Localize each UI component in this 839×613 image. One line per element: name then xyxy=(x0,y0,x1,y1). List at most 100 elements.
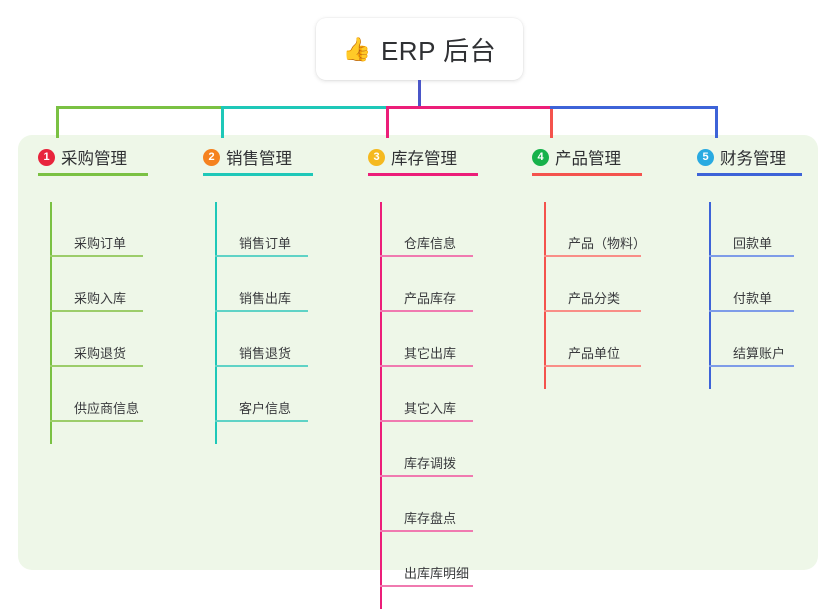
leaf-node-label: 采购退货 xyxy=(74,346,127,361)
leaf-node[interactable]: 其它出库 xyxy=(380,312,478,367)
root-node-text: 👍 ERP 后台 xyxy=(343,31,496,68)
leaf-node-label: 产品单位 xyxy=(568,346,621,361)
leaf-node-label: 产品分类 xyxy=(568,291,621,306)
branch-children-4: 产品（物料） 产品分类产品单位 xyxy=(544,202,646,393)
leaf-node-label: 库存盘点 xyxy=(404,511,457,526)
branch-number-badge: 3 xyxy=(368,148,385,166)
branch-underline xyxy=(368,173,478,176)
leaf-node-label: 回款单 xyxy=(733,236,773,251)
leaf-node[interactable]: 库存调拨 xyxy=(380,422,478,477)
branch-underline xyxy=(203,173,313,176)
branch-underline xyxy=(697,173,802,176)
leaf-node-label: 销售出库 xyxy=(239,291,292,306)
leaf-node-label: 其它入库 xyxy=(404,401,457,416)
mindmap-canvas xyxy=(18,135,818,570)
branch-header-2[interactable]: 2 销售管理 xyxy=(203,146,313,168)
leaf-node[interactable]: 结算账户 xyxy=(709,312,802,367)
branch-number-badge: 2 xyxy=(203,148,220,166)
leaf-node-underline xyxy=(709,365,794,367)
leaf-node[interactable]: 产品单位 xyxy=(544,312,642,367)
leaf-node[interactable]: 采购入库 xyxy=(50,257,148,312)
leaf-node[interactable]: 销售订单 xyxy=(215,202,313,257)
branch-header-3[interactable]: 3 库存管理 xyxy=(368,146,478,168)
branch-spine xyxy=(544,202,546,389)
leaf-node[interactable]: 其它入库 xyxy=(380,367,478,422)
branch-drop-connector-2 xyxy=(221,106,224,138)
branch-spine xyxy=(380,202,382,609)
leaf-node[interactable]: 销售退货 xyxy=(215,312,313,367)
root-node-title: ERP 后台 xyxy=(380,35,497,66)
branch-children-1: 采购订单采购入库采购退货供应商信息 xyxy=(50,202,148,448)
leaf-node-underline xyxy=(50,255,143,257)
leaf-node-label: 其它出库 xyxy=(404,346,457,361)
branch-3[interactable]: 3 库存管理仓库信息产品库存其它出库其它入库库存调拨库存盘点出库库明细 xyxy=(368,146,478,613)
branch-number-badge: 1 xyxy=(38,148,55,166)
leaf-node-label: 付款单 xyxy=(733,291,773,306)
leaf-node-underline xyxy=(380,420,473,422)
branch-spine xyxy=(50,202,52,444)
leaf-node-underline xyxy=(544,365,641,367)
leaf-node[interactable]: 产品（物料） xyxy=(544,202,646,257)
leaf-node-label: 客户信息 xyxy=(239,401,292,416)
leaf-node-label: 库存调拨 xyxy=(404,456,457,471)
thumbs-up-icon: 👍 xyxy=(342,35,372,62)
leaf-node-underline xyxy=(215,255,308,257)
bus-segment-1 xyxy=(56,106,224,109)
leaf-node-underline xyxy=(50,310,143,312)
leaf-node[interactable]: 采购退货 xyxy=(50,312,148,367)
branch-drop-connector-3 xyxy=(386,106,389,138)
branch-title: 库存管理 xyxy=(391,150,457,168)
leaf-node-label: 销售退货 xyxy=(239,346,292,361)
bus-segment-3 xyxy=(386,106,553,109)
leaf-node-underline xyxy=(709,255,794,257)
leaf-node-underline xyxy=(215,310,308,312)
leaf-node-underline xyxy=(380,255,473,257)
branch-underline xyxy=(532,173,642,176)
leaf-node-label: 销售订单 xyxy=(239,236,292,251)
leaf-node-underline xyxy=(380,475,473,477)
leaf-node-underline xyxy=(215,420,308,422)
leaf-node[interactable]: 产品分类 xyxy=(544,257,642,312)
branch-children-2: 销售订单销售出库销售退货客户信息 xyxy=(215,202,313,448)
leaf-node[interactable]: 供应商信息 xyxy=(50,367,148,422)
leaf-node[interactable]: 回款单 xyxy=(709,202,802,257)
leaf-node[interactable]: 客户信息 xyxy=(215,367,313,422)
leaf-node-label: 供应商信息 xyxy=(74,401,140,416)
branch-children-3: 仓库信息产品库存其它出库其它入库库存调拨库存盘点出库库明细 xyxy=(380,202,478,613)
leaf-node-label: 采购订单 xyxy=(74,236,127,251)
leaf-node[interactable]: 产品库存 xyxy=(380,257,478,312)
leaf-node-label: 仓库信息 xyxy=(404,236,457,251)
bus-segment-2 xyxy=(221,106,389,109)
branch-drop-connector-1 xyxy=(56,106,59,138)
branch-title: 财务管理 xyxy=(720,150,786,168)
leaf-node-underline xyxy=(380,365,473,367)
leaf-node-underline xyxy=(380,530,473,532)
bus-segment-4 xyxy=(550,106,718,109)
leaf-node-label: 结算账户 xyxy=(733,346,786,361)
leaf-node-label: 采购入库 xyxy=(74,291,127,306)
leaf-node[interactable]: 出库库明细 xyxy=(380,532,478,587)
branch-title: 产品管理 xyxy=(555,150,621,168)
branch-2[interactable]: 2 销售管理销售订单销售出库销售退货客户信息 xyxy=(203,146,313,448)
leaf-node[interactable]: 采购订单 xyxy=(50,202,148,257)
leaf-node-underline xyxy=(544,310,641,312)
root-node-card[interactable]: 👍 ERP 后台 xyxy=(316,18,523,80)
leaf-node-underline xyxy=(544,255,641,257)
branch-spine xyxy=(709,202,711,389)
leaf-node[interactable]: 付款单 xyxy=(709,257,802,312)
leaf-node-underline xyxy=(215,365,308,367)
leaf-node-underline xyxy=(380,310,473,312)
branch-underline xyxy=(38,173,148,176)
leaf-node[interactable]: 仓库信息 xyxy=(380,202,478,257)
leaf-node[interactable]: 库存盘点 xyxy=(380,477,478,532)
leaf-node-label: 产品（物料） xyxy=(568,236,647,251)
leaf-node[interactable]: 销售出库 xyxy=(215,257,313,312)
branch-title: 销售管理 xyxy=(226,150,292,168)
